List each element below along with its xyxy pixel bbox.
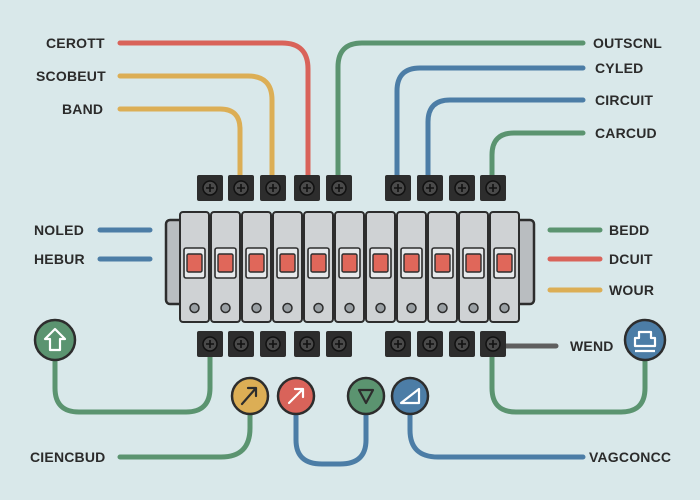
terminal-screw: [294, 331, 320, 357]
breaker: [334, 211, 365, 323]
terminals-top: [197, 175, 506, 201]
label-dcuit: DCUIT: [609, 251, 653, 267]
label-circuit: CIRCUIT: [595, 92, 654, 108]
terminal-screw: [228, 175, 254, 201]
terminal-screw: [480, 331, 506, 357]
label-scobeut: SCOBEUT: [36, 68, 106, 84]
arrow-up-right-icon: [276, 376, 316, 416]
label-hebur: HEBUR: [34, 251, 85, 267]
wire-cerott: [117, 40, 311, 185]
wire-outscnl: [335, 40, 586, 185]
label-bedd: BEDD: [609, 222, 650, 238]
breaker: [303, 211, 334, 323]
terminal-screw: [385, 175, 411, 201]
terminal-screw: [449, 331, 475, 357]
outlet-icon: [623, 318, 667, 362]
label-wour: WOUR: [609, 282, 655, 298]
wire-band: [117, 106, 243, 185]
label-noled: NOLED: [34, 222, 84, 238]
wire-loop: [293, 411, 369, 467]
terminal-screw: [385, 331, 411, 357]
terminal-screw: [449, 175, 475, 201]
terminal-screw: [197, 175, 223, 201]
breaker: [458, 211, 489, 323]
label-ciencbud: CIENCBUD: [30, 449, 106, 465]
wire-carcud: [489, 130, 586, 185]
ramp-icon: [390, 376, 430, 416]
breaker-panel: [164, 211, 536, 323]
wire-outlet: [489, 344, 648, 415]
breaker: [179, 211, 210, 323]
label-outscnl: OUTSCNL: [593, 35, 663, 51]
wire-circuit: [425, 97, 586, 185]
breaker: [210, 211, 241, 323]
terminal-screw: [417, 175, 443, 201]
breaker: [427, 211, 458, 323]
wires: [52, 40, 648, 467]
triangle-down-icon: [346, 376, 386, 416]
wire-cienc: [117, 411, 253, 460]
label-band: BAND: [62, 101, 104, 117]
breaker: [241, 211, 272, 323]
wire-vag: [407, 411, 586, 460]
terminals-bottom: [197, 331, 506, 357]
terminal-screw: [294, 175, 320, 201]
lightning-icon: [230, 376, 270, 416]
label-carcud: CARCUD: [595, 125, 657, 141]
terminal-screw: [326, 175, 352, 201]
breaker: [489, 211, 520, 323]
label-cyled: CYLED: [595, 60, 644, 76]
wire-scobeut: [117, 73, 275, 185]
breaker: [365, 211, 396, 323]
wire-cyled: [394, 65, 586, 185]
terminal-screw: [480, 175, 506, 201]
breaker: [396, 211, 427, 323]
label-cerott: CEROTT: [46, 35, 105, 51]
terminal-screw: [260, 175, 286, 201]
home-up-icon: [33, 318, 77, 362]
label-vagconcc: VAGCONCC: [589, 449, 672, 465]
label-wend: WEND: [570, 338, 614, 354]
terminal-screw: [260, 331, 286, 357]
terminal-screw: [197, 331, 223, 357]
terminal-screw: [228, 331, 254, 357]
breaker: [272, 211, 303, 323]
terminal-screw: [417, 331, 443, 357]
wire-home: [52, 344, 213, 415]
terminal-screw: [326, 331, 352, 357]
